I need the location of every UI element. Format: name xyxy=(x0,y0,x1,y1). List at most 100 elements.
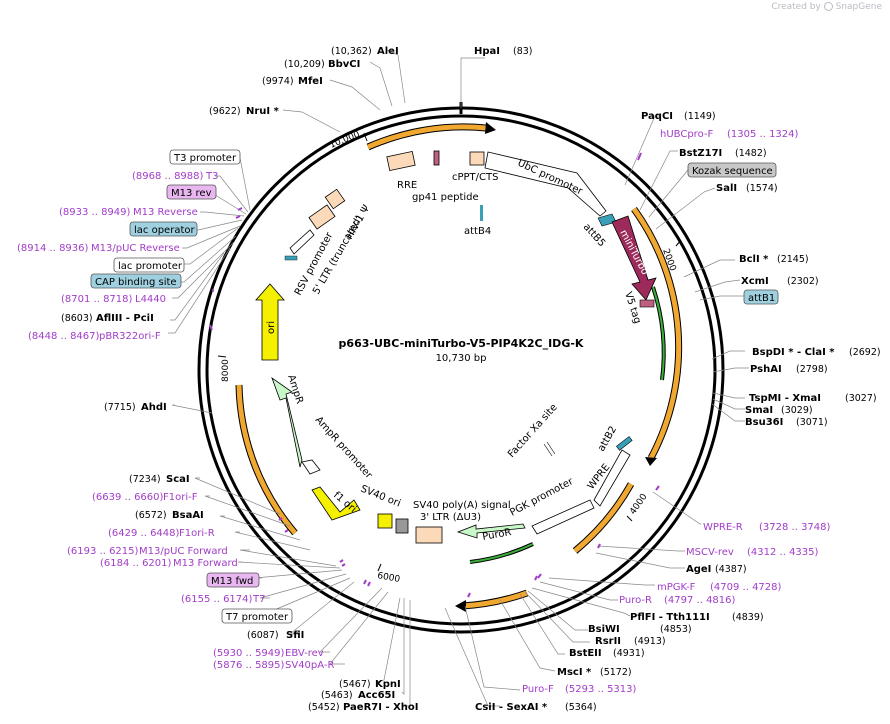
kpni-label: KpnI xyxy=(375,679,401,690)
tspmi-label: TspMI - XmaI xyxy=(749,393,821,404)
hpai-label: HpaI xyxy=(474,46,500,57)
afliii-pos: (8603) xyxy=(61,313,93,324)
smai-pos: (3029) xyxy=(781,405,813,416)
l4440-label: L4440 xyxy=(135,294,166,305)
kpni-pos: (5467) xyxy=(339,679,371,690)
m13-reverse-label: M13 Reverse xyxy=(133,207,198,218)
ampr-promoter-label: AmpR promoter xyxy=(313,415,375,482)
ahdi-pos: (7715) xyxy=(104,402,136,413)
green-arc-bottom xyxy=(469,542,534,564)
rsrii-pos: (4913) xyxy=(634,636,666,647)
m13-rev-box xyxy=(166,184,217,200)
t3-pos: (8968 .. 8988) xyxy=(132,171,204,182)
bsu36i-pos: (3071) xyxy=(796,417,828,428)
sv40-ori-box xyxy=(377,513,393,529)
wpre-r-pos: (3728 .. 3748) xyxy=(759,522,831,533)
leader-lines xyxy=(168,49,749,707)
f1ori-r-pos: (6429 .. 6448) xyxy=(108,528,180,539)
mpgk-f-pos: (4709 .. 4728) xyxy=(710,582,782,593)
m13-puc-rev-label: M13/pUC Reverse xyxy=(91,243,180,254)
agei-label: AgeI xyxy=(686,564,711,575)
rsrii-label: RsrII xyxy=(595,636,621,647)
tspmi-pos: (3027) xyxy=(845,393,877,404)
attb4-label: attB4 xyxy=(464,226,491,237)
f1-ori-arrow xyxy=(311,486,361,521)
cap-binding-box xyxy=(90,273,182,289)
factor-xa-label: Factor Xa site xyxy=(506,402,560,460)
cppt-label: cPPT/CTS xyxy=(452,172,498,183)
paer7i-label: PaeR7I - XhoI xyxy=(343,702,419,713)
hubcpro-f-pos: (1305 .. 1324) xyxy=(727,129,799,140)
attb2-label: attB2 xyxy=(596,424,619,453)
m13-rev-label: M13 rev xyxy=(171,188,212,199)
m13-forward-pos: (6184 .. 6201) xyxy=(100,558,172,569)
lac-promoter-box xyxy=(113,257,185,273)
snapgene-logo-icon xyxy=(823,2,833,11)
mfei-pos: (9974) xyxy=(262,76,294,87)
pflfi-label: PflFI - Tth111I xyxy=(630,612,710,623)
bsiwi-pos: (4853) xyxy=(660,624,692,635)
hubcpro-f-label: hUBCpro-F xyxy=(660,129,713,140)
ori-arrow xyxy=(255,283,285,361)
sali-label: SalI xyxy=(716,183,737,194)
kozak-label: Kozak sequence xyxy=(692,166,773,177)
rsv-att-mark xyxy=(284,255,298,261)
m13-forward-label: M13 Forward xyxy=(173,558,238,569)
m13-puc-rev-pos: (8914 .. 8936) xyxy=(17,243,89,254)
cppt-box xyxy=(469,151,485,166)
tick-4000: 4000 xyxy=(628,492,649,517)
bstz17i-pos: (1482) xyxy=(735,148,767,159)
bbvci-pos: (10,209) xyxy=(284,59,325,70)
nrui-pos: (9622) xyxy=(209,106,241,117)
psi-box xyxy=(324,188,346,210)
bcli-pos: (2145) xyxy=(777,254,809,265)
puro-r-pos: (4797 .. 4816) xyxy=(664,595,736,606)
m13-puc-fwd-label: M13/pUC Forward xyxy=(139,546,228,557)
m13-fwd-box xyxy=(206,572,260,588)
paqci-pos: (1149) xyxy=(684,111,716,122)
ltr3-box xyxy=(415,526,443,544)
sv40-ori-label: SV40 ori xyxy=(359,484,402,510)
lac-promoter-label: lac promoter xyxy=(118,261,183,272)
csii-label: CsiI - SexAI * xyxy=(475,702,548,713)
xcmi-pos: (2302) xyxy=(787,276,819,287)
pshai-label: PshAI xyxy=(750,364,782,375)
ori-label: ori xyxy=(266,321,277,334)
ahdi-label: AhdI xyxy=(141,402,167,413)
kozak-box xyxy=(687,162,777,178)
plasmid-length: 10,730 bp xyxy=(436,353,487,364)
bstz17i-label: BstZ17I xyxy=(679,148,722,159)
miniturbo-arrow xyxy=(611,215,657,301)
t3-promoter-label: T3 promoter xyxy=(173,153,237,164)
t3-label: T3 xyxy=(205,171,218,182)
lac-operator-label: lac operator xyxy=(134,225,195,236)
attb2-mark xyxy=(616,436,633,451)
t3-promoter-box xyxy=(169,149,241,165)
m13-fwd-label: M13 fwd xyxy=(211,576,253,587)
cap-binding-label: CAP binding site xyxy=(95,277,177,288)
attb1-label: attB1 xyxy=(748,293,775,304)
ampr-arrow xyxy=(271,376,303,468)
pgk-promoter-arrow xyxy=(531,499,595,535)
mfei-label: MfeI xyxy=(298,76,323,87)
wpre-arrow xyxy=(593,449,631,507)
primer-marks xyxy=(209,152,660,598)
bspdi-pos: (2692) xyxy=(849,347,881,358)
alei-pos: (10,362) xyxy=(331,46,372,57)
lac-operator-box xyxy=(129,221,198,237)
t7-pos: (6155 .. 6174) xyxy=(181,594,253,605)
tick-8000: 8000 xyxy=(221,359,231,382)
wpre-r-label: WPRE-R xyxy=(703,522,743,533)
afliii-label: AflIII - PciI xyxy=(96,313,154,324)
sv40-polya-label: SV40 poly(A) signal xyxy=(413,500,511,511)
xcmi-label: XcmI xyxy=(741,276,769,287)
pbr322-pos: (8448 .. 8467) xyxy=(28,331,100,342)
ebv-rev-label: EBV-rev xyxy=(285,648,324,659)
ampr-promoter-arrow xyxy=(301,459,321,475)
rre-label: RRE xyxy=(397,180,417,191)
puro-r-label: Puro-R xyxy=(619,595,652,606)
t7-promoter-label: T7 promoter xyxy=(225,612,289,623)
tick-10000: 10,000 xyxy=(328,130,361,151)
mscv-rev-pos: (4312 .. 4335) xyxy=(747,547,819,558)
